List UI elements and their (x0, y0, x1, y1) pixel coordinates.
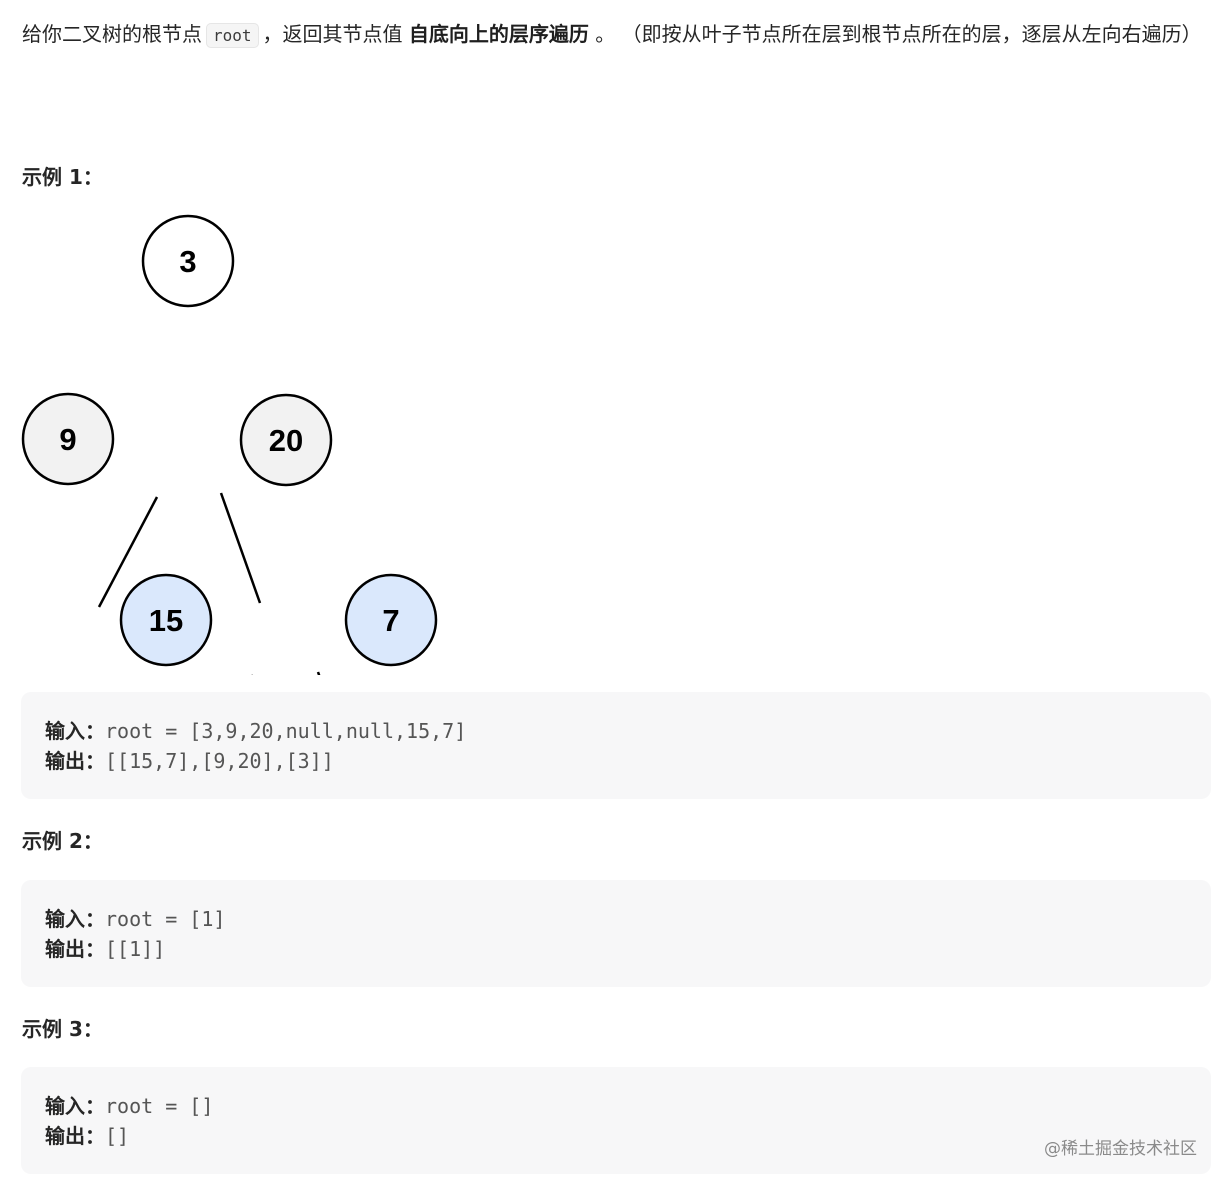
tree-node-15: 15 (119, 573, 213, 667)
edge-3-20 (219, 492, 262, 604)
output-value: [] (105, 1124, 130, 1148)
node-circle (239, 393, 333, 487)
input-value: root = [] (105, 1094, 214, 1118)
example-3-code-block: 输入：root = [] 输出：[] (21, 1067, 1211, 1174)
edge-20-7 (316, 671, 321, 675)
output-label: 输出： (45, 749, 105, 773)
edge-3-9 (97, 496, 159, 608)
input-value: root = [1] (105, 907, 226, 931)
node-label: 7 (382, 603, 399, 638)
node-circle (344, 573, 438, 667)
output-row: 输出：[[15,7],[9,20],[3]] (45, 746, 1187, 776)
input-row: 输入：root = [1] (45, 904, 1187, 934)
node-circle (119, 573, 213, 667)
tree-node-20: 20 (239, 393, 333, 487)
intro-prefix: 给你二叉树的根节点 (22, 22, 202, 46)
example-1-title: 示例 1： (22, 165, 103, 189)
watermark: @稀土掘金技术社区 (1044, 1139, 1197, 1159)
input-value: root = [3,9,20,null,null,15,7] (105, 719, 467, 743)
tree-node-9: 9 (21, 392, 115, 486)
output-label: 输出： (45, 1124, 105, 1148)
input-row: 输入：root = [3,9,20,null,null,15,7] (45, 716, 1187, 746)
input-label: 输入： (45, 719, 105, 743)
node-circle (141, 214, 235, 308)
binary-tree-diagram: 3 9 20 15 7 (21, 214, 438, 675)
intro-middle: ，返回其节点值 (262, 22, 403, 46)
tree-node-7: 7 (344, 573, 438, 667)
example-3-title: 示例 3： (22, 1017, 103, 1041)
example-2-title: 示例 2： (22, 829, 103, 853)
inline-code-root: root (206, 23, 259, 48)
node-circle (21, 392, 115, 486)
input-label: 输入： (45, 1094, 105, 1118)
output-value: [[1]] (105, 937, 166, 961)
example-2-code-block: 输入：root = [1] 输出：[[1]] (21, 880, 1211, 987)
example-1-code-block: 输入：root = [3,9,20,null,null,15,7] 输出：[[1… (21, 692, 1211, 799)
output-row: 输出：[] (45, 1121, 1187, 1151)
output-row: 输出：[[1]] (45, 934, 1187, 964)
intro-bold-phrase: 自底向上的层序遍历 (408, 22, 589, 46)
output-value: [[15,7],[9,20],[3]] (105, 749, 334, 773)
input-row: 输入：root = [] (45, 1091, 1187, 1121)
node-label: 20 (269, 423, 303, 458)
node-label: 9 (59, 422, 76, 457)
output-label: 输出： (45, 937, 105, 961)
tree-edges (97, 492, 321, 675)
input-label: 输入： (45, 907, 105, 931)
intro-suffix: 。 （即按从叶子节点所在层到根节点所在的层，逐层从左向右遍历） (595, 22, 1202, 46)
node-label: 3 (179, 244, 196, 279)
tree-node-3: 3 (141, 214, 235, 308)
node-label: 15 (149, 603, 183, 638)
